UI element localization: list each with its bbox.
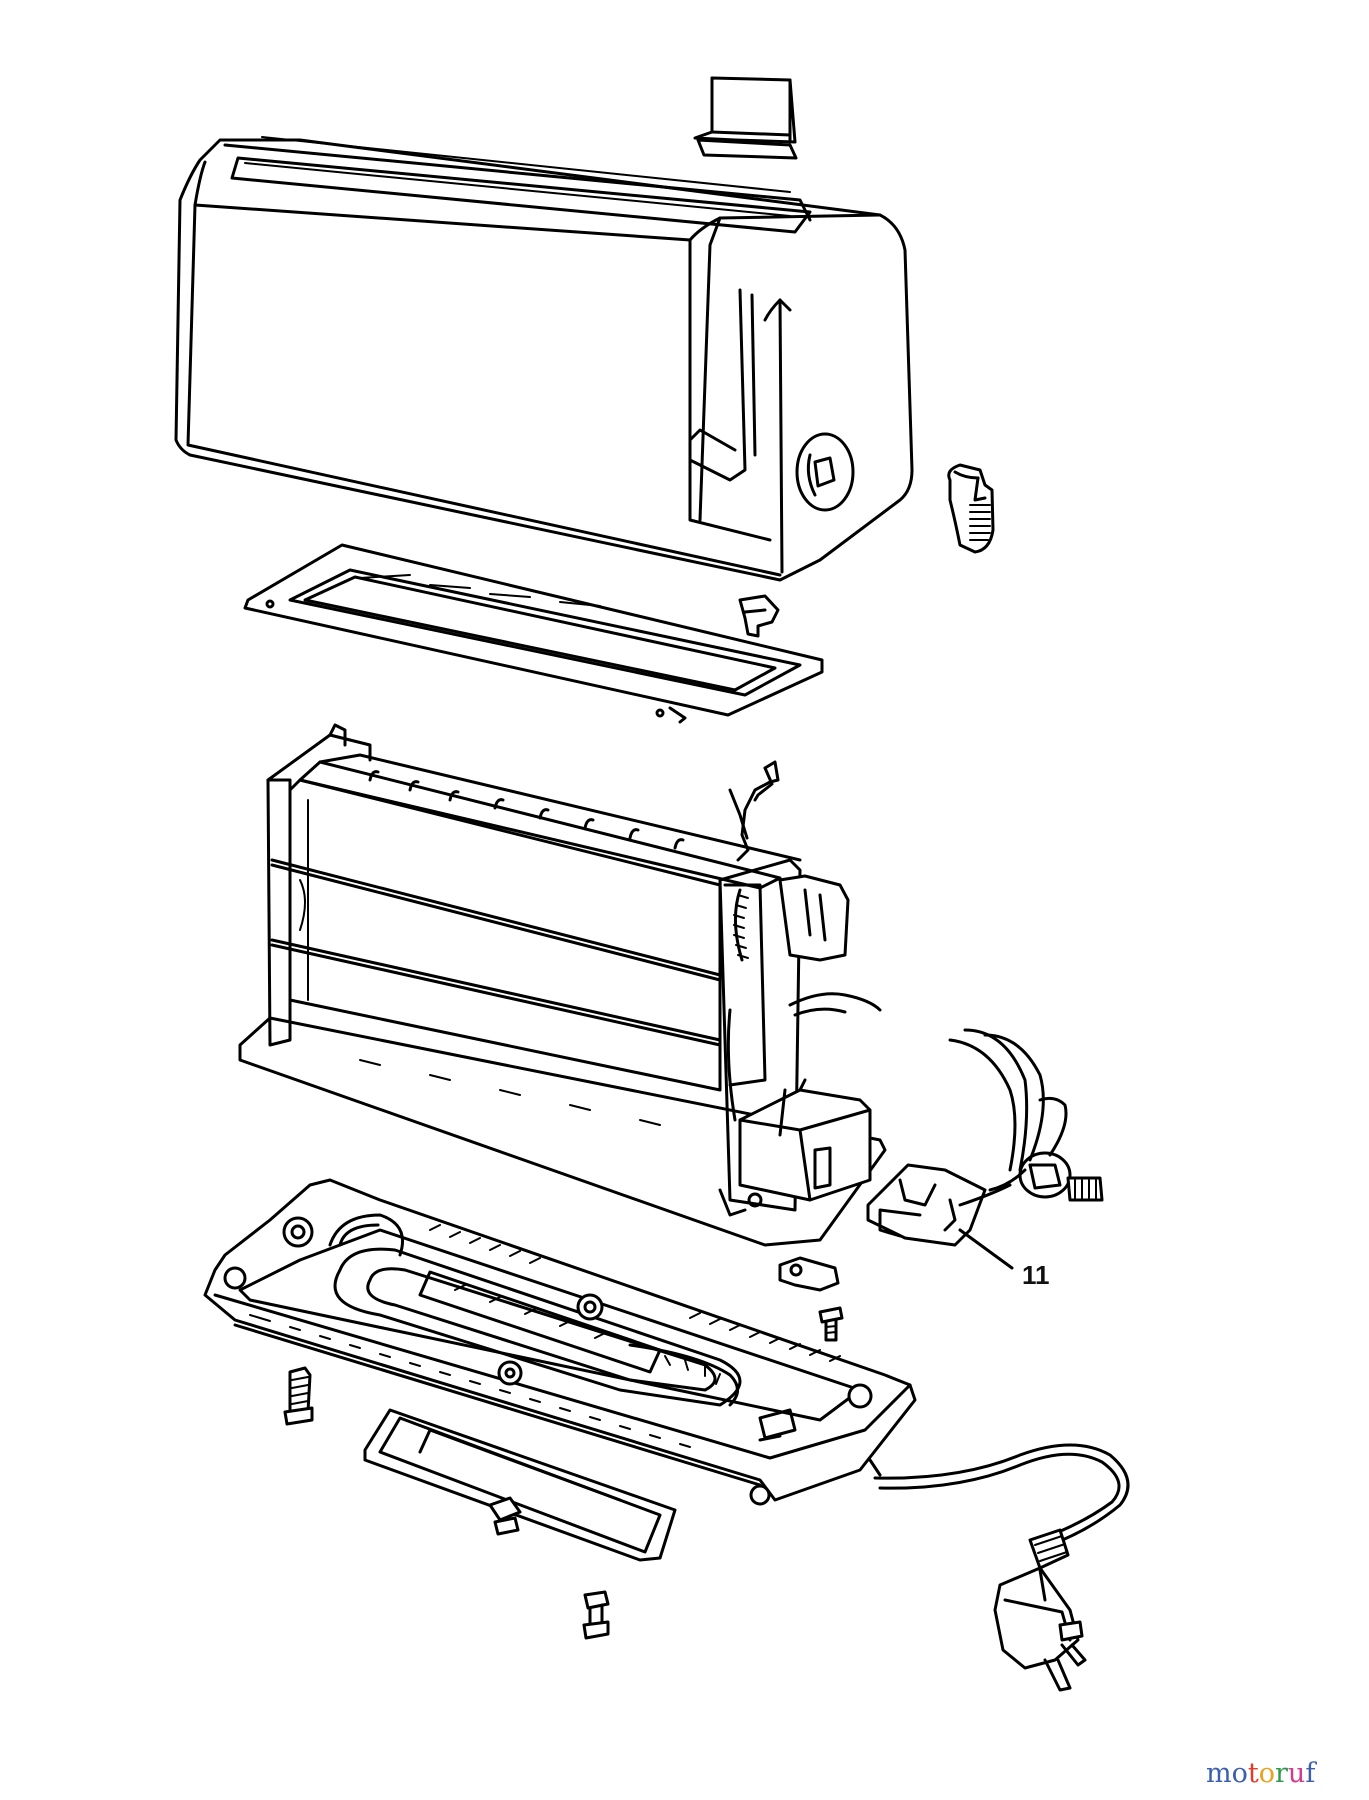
motoruf-watermark: motoruf	[1206, 1758, 1315, 1789]
control-knob-part	[947, 463, 995, 554]
spring-clip-part	[728, 760, 780, 862]
screw-right	[818, 1306, 844, 1342]
watermark-letter: m	[1206, 1758, 1232, 1789]
top-frame-plate	[243, 543, 824, 724]
lever-bracket-part	[778, 1256, 840, 1292]
lever-button-part	[738, 594, 780, 638]
slot-guide-part	[693, 76, 798, 160]
watermark-letter: u	[1287, 1758, 1306, 1789]
element-chassis	[238, 723, 887, 1247]
watermark-letter: t	[1247, 1758, 1259, 1789]
part-number-label-11: 11	[1022, 1260, 1050, 1290]
thermostat-assembly-part-11	[866, 1028, 1104, 1270]
watermark-letter: o	[1231, 1758, 1248, 1789]
base-cover	[203, 1178, 917, 1506]
screw-bottom	[582, 1590, 610, 1640]
housing-shell	[174, 136, 914, 582]
watermark-letter: r	[1275, 1758, 1288, 1789]
watermark-letter: o	[1258, 1758, 1275, 1789]
crumb-tray-part	[363, 1408, 677, 1562]
watermark-letter: f	[1305, 1758, 1316, 1789]
power-cord-part	[873, 1443, 1130, 1692]
screw-left	[283, 1366, 314, 1426]
